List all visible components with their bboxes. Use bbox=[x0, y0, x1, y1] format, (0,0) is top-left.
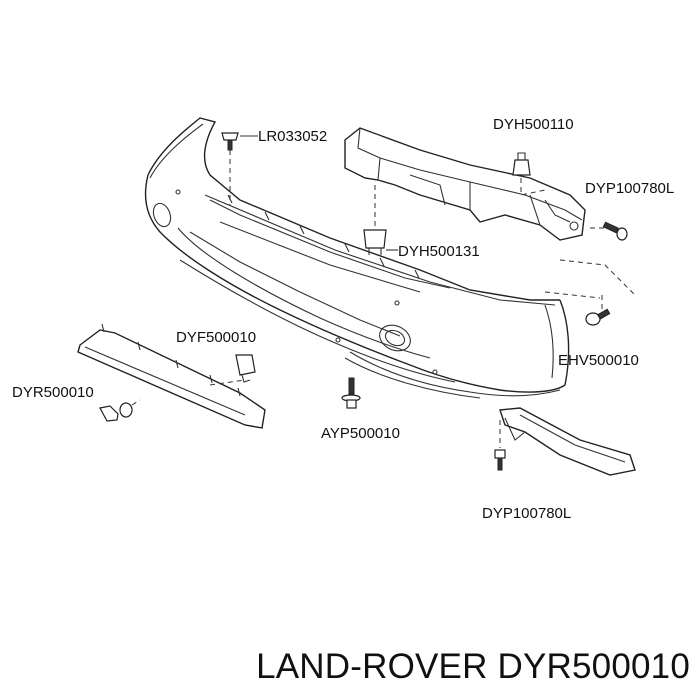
dyr500010-clip-icon bbox=[99, 399, 141, 422]
ehv500010-screw-icon bbox=[585, 295, 611, 326]
dyh500131-clip-icon bbox=[363, 185, 387, 255]
label-lr033052: LR033052 bbox=[258, 128, 327, 145]
guide-line-ehv bbox=[544, 291, 601, 299]
label-dyr500010: DYR500010 bbox=[12, 384, 94, 401]
dyf500010-clip-icon bbox=[209, 354, 256, 386]
label-dyp100780l-top: DYP100780L bbox=[585, 180, 674, 197]
label-dyp100780l-bottom: DYP100780L bbox=[482, 505, 571, 522]
guide-line-right bbox=[559, 259, 636, 296]
label-dyf500010: DYF500010 bbox=[176, 329, 256, 346]
lower-right-deflector bbox=[499, 407, 636, 476]
lr033052-clip-icon bbox=[221, 132, 239, 205]
dyh500110-clip-icon bbox=[512, 152, 546, 196]
ayp500010-bolt-icon bbox=[341, 377, 361, 409]
lower-trim-strip bbox=[77, 323, 266, 429]
footer-title: LAND-ROVER DYR500010 bbox=[256, 647, 690, 686]
label-ehv500010: EHV500010 bbox=[558, 352, 639, 369]
front-bumper-cover bbox=[144, 117, 570, 399]
label-dyh500131: DYH500131 bbox=[398, 243, 480, 260]
dyp100780l-top-screw-icon bbox=[590, 221, 628, 241]
dyp100780l-bottom-screw-icon bbox=[494, 420, 506, 471]
label-dyh500110: DYH500110 bbox=[493, 116, 574, 133]
label-ayp500010: AYP500010 bbox=[321, 425, 400, 442]
upper-support-bracket bbox=[344, 127, 586, 241]
